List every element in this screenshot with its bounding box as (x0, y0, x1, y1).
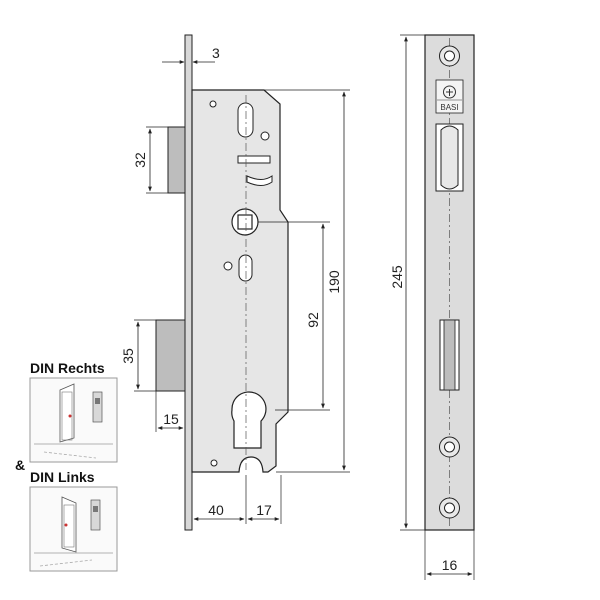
dim-backset: 40 17 (191, 475, 282, 524)
dim-16-label: 16 (442, 557, 458, 573)
mid-slot (237, 155, 271, 164)
small-hole (260, 131, 270, 141)
front-screw-top-inner (444, 50, 455, 62)
dead-bolt (155, 319, 186, 392)
front-screw-bottom-inner (444, 502, 455, 514)
dim-3-label: 3 (212, 45, 220, 61)
dim-body-height: 190 (264, 89, 350, 473)
dim-190-label: 190 (326, 270, 342, 294)
lower-hole (223, 261, 233, 271)
logo-text: BASI (440, 103, 458, 112)
dim-bolt: 35 (120, 319, 156, 392)
dim-245-label: 245 (389, 265, 405, 289)
din-rechts-door (59, 383, 75, 443)
latch-face (440, 125, 459, 190)
din-rechts-label: DIN Rechts (30, 360, 105, 376)
latch-bolt (167, 126, 186, 194)
side-view (155, 34, 289, 531)
dim-faceplate-thickness: 3 (162, 45, 220, 64)
dim-17-label: 17 (256, 502, 272, 518)
dim-spindle-cylinder: 92 (258, 221, 330, 411)
logo-key-icon (443, 85, 456, 99)
side-faceplate (184, 34, 193, 531)
dim-faceplate-width: 16 (424, 530, 475, 580)
lower-slot (238, 254, 253, 282)
brand-logo: BASI (435, 79, 464, 114)
dim-32-label: 32 (132, 152, 148, 168)
ampersand-label: & (15, 457, 25, 473)
upper-slot (237, 102, 254, 138)
din-links-lock-icon (90, 499, 101, 531)
dim-92-label: 92 (305, 312, 321, 328)
bolt-face (443, 319, 456, 391)
din-rechts-lock-icon (92, 391, 103, 423)
spindle-square (237, 214, 253, 230)
front-view: BASI (424, 34, 475, 531)
body-screw-top (209, 100, 217, 108)
curved-slot (246, 175, 273, 186)
cylinder-profile (231, 391, 267, 449)
din-orientation: DIN Rechts & DIN Links (15, 360, 118, 572)
dim-latch: 32 (132, 126, 168, 194)
dim-faceplate-length: 245 (389, 34, 425, 531)
din-links-label: DIN Links (30, 469, 95, 485)
dim-40-label: 40 (208, 502, 224, 518)
body-screw-bottom (210, 459, 218, 467)
dim-bolt-projection: 15 (155, 391, 186, 432)
din-links-door (61, 496, 77, 553)
front-screw-mid-inner (444, 441, 455, 453)
dim-15-label: 15 (163, 411, 179, 427)
dim-35-label: 35 (120, 348, 136, 364)
